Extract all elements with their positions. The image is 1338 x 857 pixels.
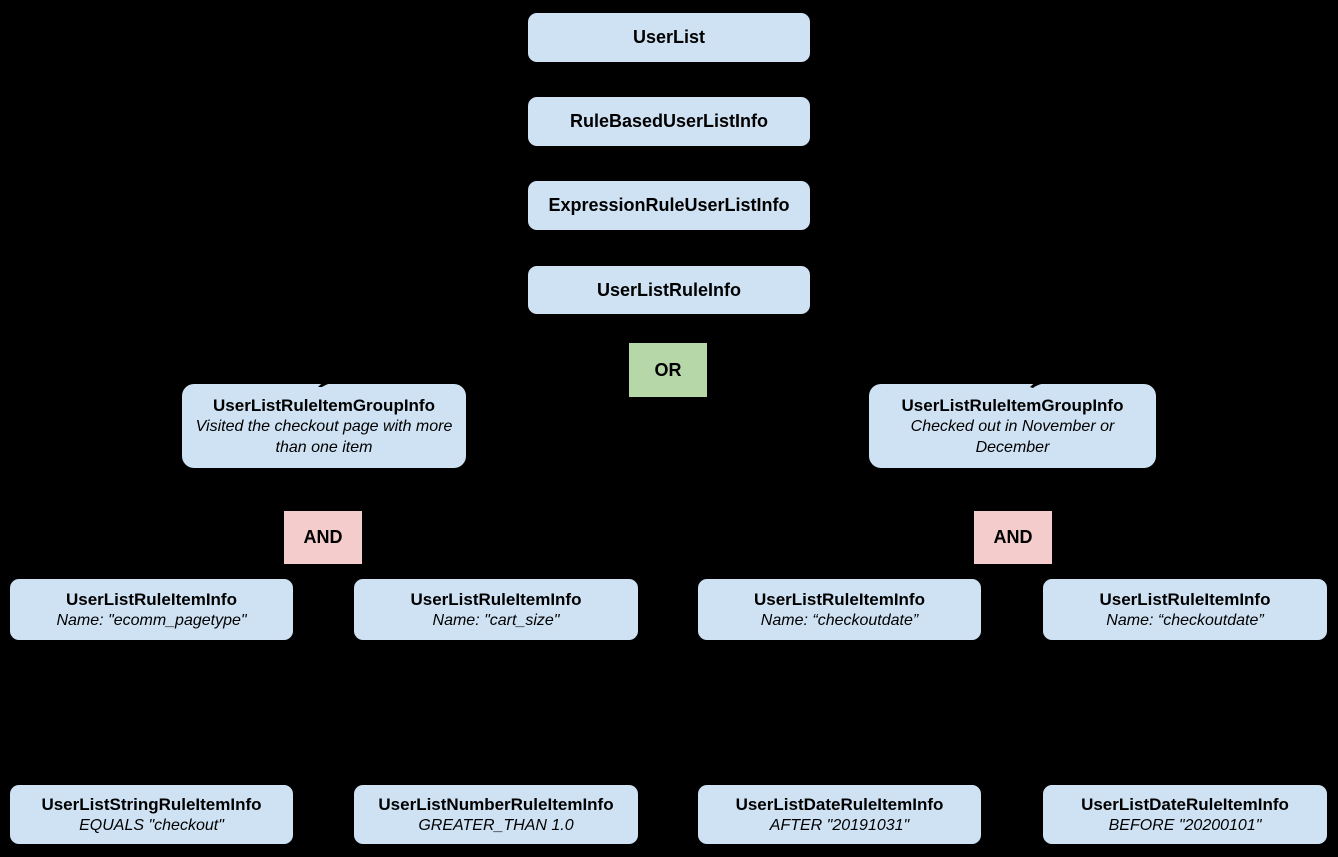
node-rule-item-group-right-title: UserListRuleItemGroupInfo — [901, 395, 1124, 415]
node-rule-item-cart-size: UserListRuleItemInfo Name: "cart_size" — [354, 579, 638, 640]
node-rule-based-user-list-info: RuleBasedUserListInfo — [528, 97, 810, 146]
node-expression-rule-user-list-info: ExpressionRuleUserListInfo — [528, 181, 810, 230]
node-string-rule-item-title: UserListStringRuleItemInfo — [41, 794, 262, 814]
node-expression-rule-user-list-info-title: ExpressionRuleUserListInfo — [548, 195, 790, 215]
node-rule-item-checkoutdate-left: UserListRuleItemInfo Name: “checkoutdate… — [698, 579, 981, 640]
node-date-rule-item-after-subtitle: AFTER "20191031" — [769, 816, 910, 834]
node-rule-item-ecomm-pagetype-subtitle: Name: "ecomm_pagetype" — [56, 611, 247, 629]
node-rule-item-cart-size-title: UserListRuleItemInfo — [410, 589, 582, 609]
node-number-rule-item-title: UserListNumberRuleItemInfo — [378, 794, 614, 814]
node-date-rule-item-after: UserListDateRuleItemInfo AFTER "20191031… — [698, 785, 981, 844]
arrowhead-icon — [1030, 377, 1057, 388]
node-string-rule-item: UserListStringRuleItemInfo EQUALS "check… — [10, 785, 293, 844]
node-user-list-rule-info: UserListRuleInfo — [528, 266, 810, 314]
node-number-rule-item-subtitle: GREATER_THAN 1.0 — [418, 816, 574, 834]
node-date-rule-item-before-title: UserListDateRuleItemInfo — [1081, 794, 1289, 814]
node-rule-item-checkoutdate-left-subtitle: Name: “checkoutdate” — [760, 611, 919, 629]
node-date-rule-item-before-subtitle: BEFORE "20200101" — [1108, 816, 1262, 834]
node-rule-based-user-list-info-title: RuleBasedUserListInfo — [569, 111, 769, 131]
node-userlist: UserList — [528, 13, 810, 62]
node-string-rule-item-subtitle: EQUALS "checkout" — [79, 816, 224, 834]
or-operator-box: OR — [629, 343, 707, 397]
node-rule-item-ecomm-pagetype: UserListRuleItemInfo Name: "ecomm_pagety… — [10, 579, 293, 640]
node-userlist-title: UserList — [632, 27, 706, 47]
node-rule-item-checkoutdate-left-title: UserListRuleItemInfo — [754, 589, 925, 609]
node-rule-item-checkoutdate-right-title: UserListRuleItemInfo — [1099, 589, 1271, 609]
node-rule-item-group-left-title: UserListRuleItemGroupInfo — [213, 395, 435, 415]
node-user-list-rule-info-title: UserListRuleInfo — [596, 279, 742, 300]
node-rule-item-ecomm-pagetype-title: UserListRuleItemInfo — [66, 589, 237, 609]
node-date-rule-item-before: UserListDateRuleItemInfo BEFORE "2020010… — [1043, 785, 1327, 844]
node-rule-item-cart-size-subtitle: Name: "cart_size" — [432, 611, 560, 629]
node-date-rule-item-after-title: UserListDateRuleItemInfo — [735, 794, 944, 814]
node-rule-item-checkoutdate-right-subtitle: Name: “checkoutdate” — [1106, 611, 1264, 629]
node-number-rule-item: UserListNumberRuleItemInfo GREATER_THAN … — [354, 785, 638, 844]
arrowhead-icon — [318, 376, 350, 387]
node-rule-item-group-left-subtitle: Visited the checkout page with more than… — [195, 417, 453, 456]
node-rule-item-checkoutdate-right: UserListRuleItemInfo Name: “checkoutdate… — [1043, 579, 1327, 640]
node-rule-item-group-right-subtitle: Checked out in November or December — [910, 417, 1115, 456]
node-rule-item-group-right: UserListRuleItemGroupInfo Checked out in… — [869, 384, 1156, 468]
and-operator-right-box: AND — [974, 511, 1052, 564]
node-rule-item-group-left: UserListRuleItemGroupInfo Visited the ch… — [182, 384, 466, 468]
and-operator-left-box: AND — [284, 511, 362, 564]
